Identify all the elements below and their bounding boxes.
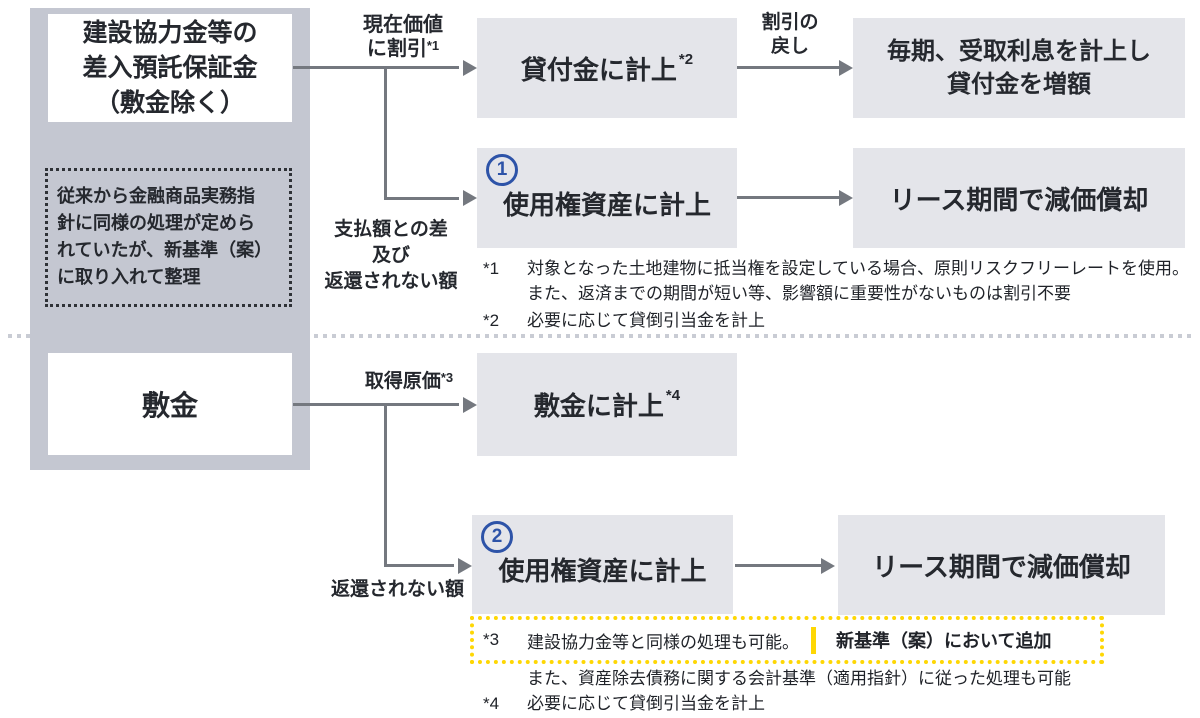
box-loan-recognition: 貸付金に計上*2 [477, 18, 737, 118]
arrow-line-rou2-to-depreciation [735, 564, 821, 567]
arrow-line-to-deposit [293, 403, 459, 406]
source-box-guarantee-deposit: 建設協力金等の 差入預託保証金 （敷金除く） [48, 14, 292, 122]
box-loan-text: 貸付金に計上 [520, 54, 677, 85]
footnote-1: *1 対象となった土地建物に抵当権を設定している場合、原則リスクフリーレートを使… [483, 256, 1200, 306]
section-divider [8, 334, 1192, 338]
box-deposit-text: 敷金に計上 [533, 391, 664, 421]
arrowhead-to-deposit-icon [463, 397, 477, 413]
legacy-treatment-note: 従来から金融商品実務指 針に同様の処理が定めら れていたが、新基準（案） に取り… [45, 168, 292, 307]
footnote-2-marker: *2 [483, 311, 500, 330]
arrowhead-to-rou2-icon [458, 558, 472, 574]
label-acquisition-cost: 取得原価*3 [347, 370, 471, 395]
circled-1-badge: 1 [486, 154, 518, 186]
box-deposit-recognition: 敷金に計上*4 [477, 353, 737, 456]
arrowhead-to-loan-icon [463, 60, 477, 76]
box-deposit-sup: *4 [665, 387, 681, 404]
arrowhead-to-rou1-icon [463, 190, 477, 206]
label-discount-text: 現在価値 に割引 [363, 14, 443, 60]
label-discount-sup: *1 [426, 38, 440, 53]
arrow-line-to-rou2 [384, 564, 454, 567]
source-box-deposit: 敷金 [48, 353, 292, 455]
arrow-line-to-loan [293, 66, 459, 69]
yellow-separator-bar [811, 626, 816, 654]
label-acquisition-text: 取得原価 [364, 371, 441, 392]
branch-line-top [384, 66, 387, 200]
footnote-3-continuation: また、資産除去債務に関する会計基準（適用指針）に従った処理も可能 [527, 669, 1071, 688]
label-payment-difference: 支払額との差 及び 返還されない額 [324, 219, 458, 292]
circled-2-badge: 2 [481, 521, 513, 553]
label-discount-to-present-value: 現在価値 に割引*1 [338, 13, 468, 63]
box-rou-asset-1: 1 使用権資産に計上 [477, 148, 737, 248]
box-depreciation-1: リース期間で減価償却 [853, 148, 1185, 248]
footnote-3-tag: 新基準（案）において追加 [836, 631, 1052, 651]
box-interest-accrual: 毎期、受取利息を計上し 貸付金を増額 [853, 18, 1185, 118]
footnote-4-marker: *4 [483, 694, 500, 713]
box-rou2-text: 使用権資産に計上 [498, 556, 707, 586]
label-non-refundable: 返還されない額 [331, 579, 465, 600]
arrowhead-to-depreciation2-icon [821, 558, 835, 574]
footnote-4-text: 必要に応じて貸倒引当金を計上 [527, 694, 765, 713]
box-loan-sup: *2 [678, 50, 694, 68]
arrow-line-to-rou1 [384, 197, 459, 200]
footnote-3-highlight-box: *3 建設協力金等と同様の処理も可能。 新基準（案）において追加 [470, 616, 1104, 664]
label-acquisition-sup: *3 [440, 370, 454, 385]
box-rou1-text: 使用権資産に計上 [502, 189, 711, 220]
footnote-1-marker: *1 [483, 259, 500, 278]
arrowhead-to-depreciation1-icon [839, 190, 853, 206]
label-discount-reversal: 割引の 戻し [761, 12, 819, 57]
branch-line-bottom [384, 403, 387, 565]
footnote-1-text: 対象となった土地建物に抵当権を設定している場合、原則リスクフリーレートを使用。 … [527, 259, 1189, 303]
arrow-line-rou1-to-depreciation [737, 196, 839, 199]
arrow-line-loan-to-interest [737, 66, 839, 69]
arrowhead-to-interest-icon [839, 60, 853, 76]
footnote-2-text: 必要に応じて貸倒引当金を計上 [527, 311, 765, 330]
box-depreciation-2: リース期間で減価償却 [838, 515, 1165, 615]
box-rou-asset-2: 2 使用権資産に計上 [472, 515, 733, 614]
footnote-2: *2 必要に応じて貸倒引当金を計上 [483, 308, 1200, 333]
footnote-4: *4 必要に応じて貸倒引当金を計上 [483, 691, 1183, 716]
footnote-3-marker: *3 [483, 630, 500, 649]
footnote-3-text: 建設協力金等と同様の処理も可能。 [527, 632, 799, 652]
